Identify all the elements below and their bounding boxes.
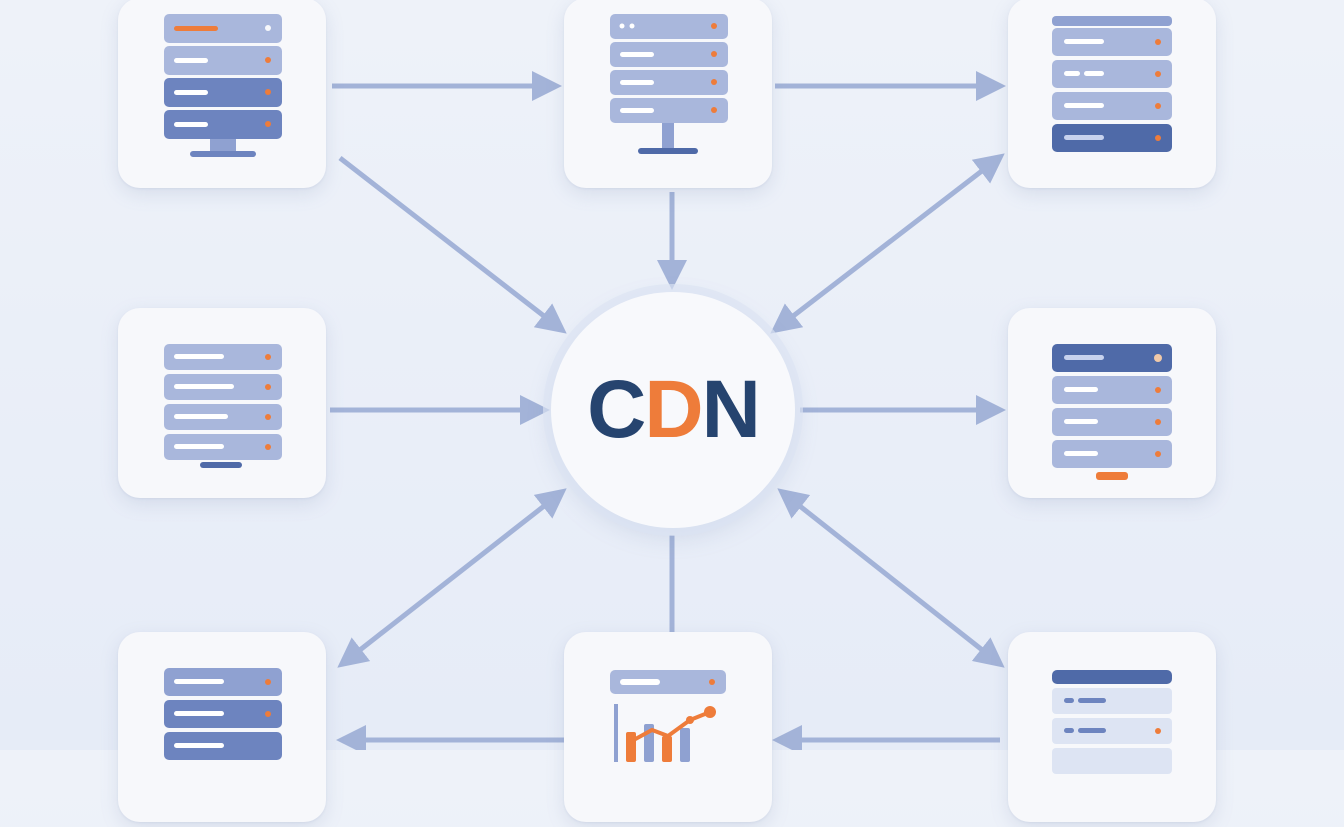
node-bottom-left[interactable] bbox=[118, 632, 326, 822]
arrow-top-left-to-hub bbox=[338, 156, 567, 334]
cdn-letter-n: N bbox=[701, 364, 761, 455]
server-rack-icon bbox=[164, 344, 282, 468]
node-bottom-right[interactable] bbox=[1008, 632, 1216, 822]
server-rack-icon bbox=[1052, 344, 1172, 480]
cdn-label: CDN bbox=[587, 369, 761, 451]
connection-arrows bbox=[330, 71, 1006, 750]
cdn-network-diagram bbox=[330, 71, 1006, 750]
node-top-left[interactable] bbox=[118, 0, 326, 188]
arrow-hub-bottom-left bbox=[337, 488, 567, 668]
node-middle-left[interactable] bbox=[118, 308, 326, 498]
server-rack-monitor-icon bbox=[164, 14, 282, 157]
cdn-letter-d: D bbox=[644, 364, 703, 455]
server-rack-monitor-icon bbox=[610, 14, 728, 154]
server-rack-icon bbox=[164, 668, 282, 760]
analytics-chart-icon bbox=[610, 670, 726, 762]
node-top-right[interactable] bbox=[1008, 0, 1216, 188]
arrow-hub-top-right bbox=[770, 153, 1005, 334]
server-rack-icon bbox=[1052, 16, 1172, 152]
cdn-letter-c: C bbox=[587, 364, 646, 455]
cdn-hub[interactable]: CDN bbox=[551, 292, 795, 528]
node-top-center[interactable] bbox=[564, 0, 772, 188]
database-panel-icon bbox=[1052, 670, 1172, 774]
arrow-hub-bottom-right bbox=[777, 488, 1005, 668]
node-bottom-center[interactable] bbox=[564, 632, 772, 822]
node-middle-right[interactable] bbox=[1008, 308, 1216, 498]
